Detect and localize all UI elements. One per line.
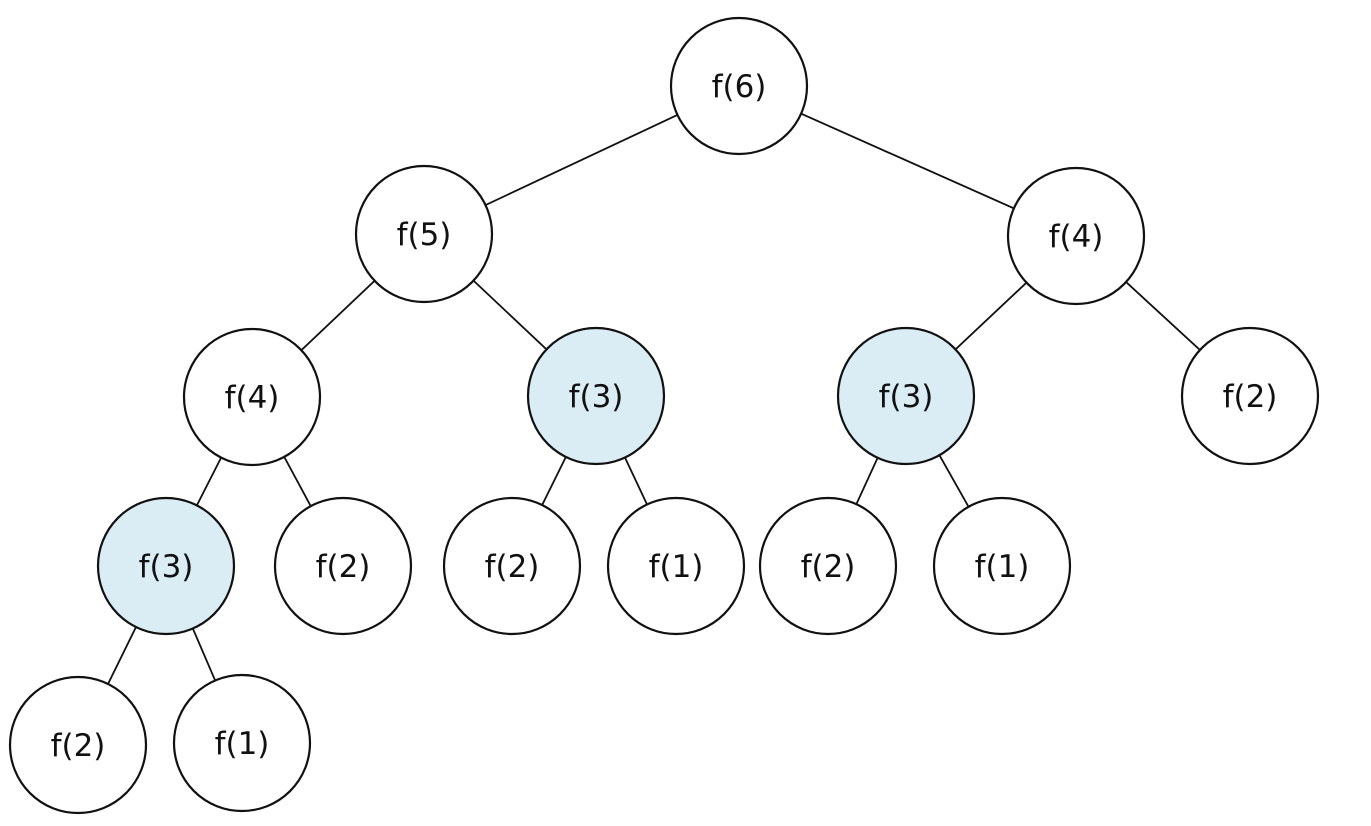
node-circle xyxy=(182,327,322,467)
node-label: f(1) xyxy=(649,549,704,585)
tree-node: f(1) xyxy=(932,496,1072,636)
tree-node: f(1) xyxy=(172,673,312,813)
node-circle xyxy=(172,673,312,813)
tree-node: f(2) xyxy=(273,496,413,636)
node-label: f(3) xyxy=(879,379,934,415)
node-circle xyxy=(442,496,582,636)
node-label: f(3) xyxy=(139,549,194,585)
node-label: f(2) xyxy=(485,549,540,585)
tree-node: f(3) xyxy=(96,496,236,636)
node-label: f(2) xyxy=(316,549,371,585)
node-label: f(6) xyxy=(712,69,767,105)
node-label: f(4) xyxy=(1049,219,1104,255)
repeated-node-circle xyxy=(526,326,666,466)
nodes-layer: f(6) f(5) f(4) f(4) f(3) f(3) f(2) f(3) f(2) f(2)… xyxy=(8,16,1320,815)
repeated-node-circle xyxy=(96,496,236,636)
repeated-node-circle xyxy=(836,326,976,466)
tree-node: f(2) xyxy=(8,675,148,815)
node-circle xyxy=(273,496,413,636)
node-label: f(3) xyxy=(569,379,624,415)
tree-node: f(3) xyxy=(526,326,666,466)
tree-node: f(5) xyxy=(354,164,494,304)
tree-node: f(2) xyxy=(442,496,582,636)
tree-node: f(6) xyxy=(669,16,809,156)
node-label: f(5) xyxy=(397,217,452,253)
node-circle xyxy=(758,496,898,636)
tree-node: f(4) xyxy=(182,327,322,467)
node-circle xyxy=(606,496,746,636)
node-label: f(1) xyxy=(215,726,270,762)
tree-node: f(1) xyxy=(606,496,746,636)
tree-node: f(3) xyxy=(836,326,976,466)
node-label: f(2) xyxy=(801,549,856,585)
node-label: f(2) xyxy=(51,728,106,764)
node-circle xyxy=(932,496,1072,636)
tree-node: f(2) xyxy=(1180,326,1320,466)
node-circle xyxy=(8,675,148,815)
node-circle xyxy=(1180,326,1320,466)
tree-node: f(2) xyxy=(758,496,898,636)
node-circle xyxy=(669,16,809,156)
node-label: f(4) xyxy=(225,380,280,416)
tree-node: f(4) xyxy=(1006,166,1146,306)
node-label: f(2) xyxy=(1223,379,1278,415)
node-circle xyxy=(354,164,494,304)
node-circle xyxy=(1006,166,1146,306)
node-label: f(1) xyxy=(975,549,1030,585)
